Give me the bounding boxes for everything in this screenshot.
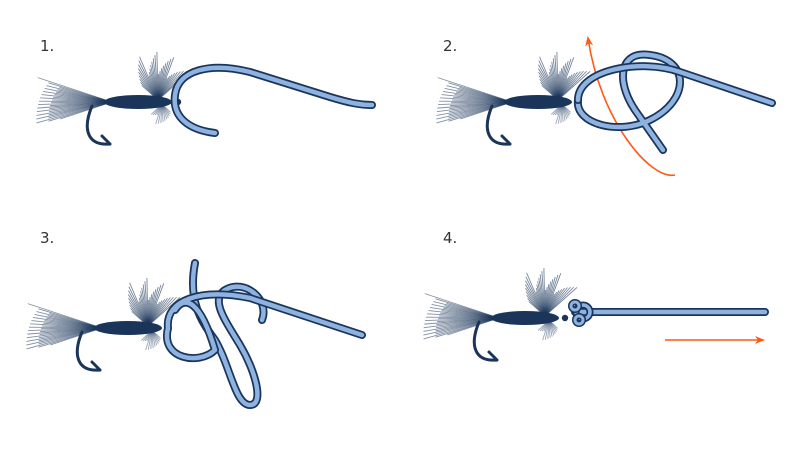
fishing-line	[170, 63, 376, 137]
step-3-label: 3.	[40, 229, 54, 247]
fly-lure	[421, 266, 579, 362]
orange-arrow-icon	[585, 36, 676, 176]
step-4-label: 4.	[443, 229, 457, 247]
step-2-label: 2.	[443, 37, 457, 55]
step-4-panel: 4.	[421, 229, 769, 362]
step-3-panel: 3.	[24, 229, 366, 409]
fly-lure	[24, 276, 182, 372]
fly-lure	[34, 50, 192, 146]
step-1-label: 1.	[40, 37, 54, 55]
fly-lure	[434, 50, 592, 146]
fishing-line	[162, 259, 366, 409]
fishing-line	[573, 50, 776, 154]
fishing-line-knot	[568, 299, 769, 327]
step-2-panel: 2.	[434, 36, 776, 176]
step-1-panel: 1.	[34, 37, 376, 146]
